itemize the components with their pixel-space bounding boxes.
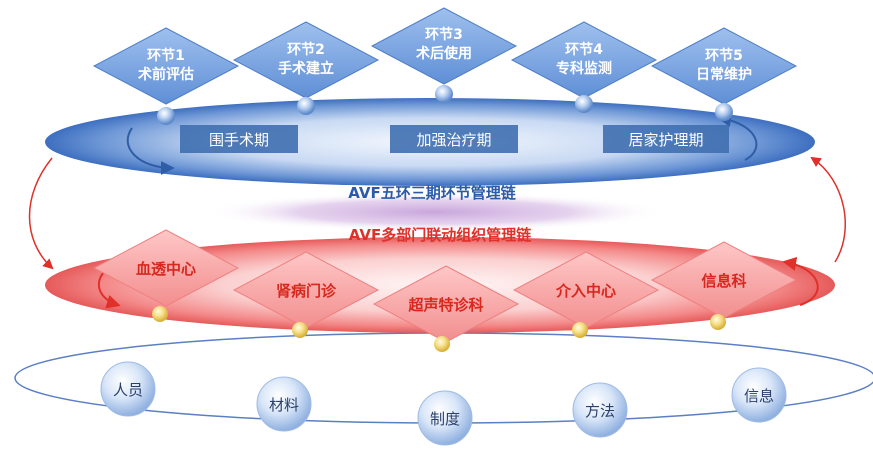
resource-ball-1: 人员 xyxy=(100,361,156,417)
dept-diamond-5: 信息科 xyxy=(650,241,798,330)
dept-node xyxy=(434,336,450,352)
dept-diamond-3: 超声特诊科 xyxy=(372,265,520,352)
resource-label: 制度 xyxy=(430,410,460,428)
period-label: 围手术期 xyxy=(209,131,269,149)
upper-left-cycle-arrow xyxy=(126,127,175,175)
dept-node xyxy=(292,322,308,338)
period-box-1: 围手术期 xyxy=(180,125,298,153)
dept-diamond-4: 介入中心 xyxy=(512,251,660,338)
upper-chain-title: AVF五环三期环节管理链 xyxy=(348,184,516,202)
period-label: 居家护理期 xyxy=(628,131,703,149)
stage-name: 专科监测 xyxy=(556,60,612,77)
period-box-3: 居家护理期 xyxy=(603,125,729,153)
stage-name: 术后使用 xyxy=(416,45,472,62)
stage-node xyxy=(575,95,593,113)
lower-chain-title: AVF多部门联动组织管理链 xyxy=(349,226,532,244)
resource-ball-4: 方法 xyxy=(572,382,628,438)
left-connector-arrow xyxy=(28,157,54,270)
resource-label: 材料 xyxy=(269,396,299,414)
stage-node xyxy=(435,85,453,103)
stage-diamond-5: 环节5 日常维护 xyxy=(650,27,798,121)
stage-number: 环节1 xyxy=(147,47,185,64)
stage-number: 环节5 xyxy=(705,47,743,64)
stage-node xyxy=(297,97,315,115)
resource-ball-5: 信息 xyxy=(731,367,787,423)
upper-right-cycle-arrow xyxy=(717,113,758,161)
lower-right-cycle-arrow xyxy=(782,257,819,306)
dept-label: 血透中心 xyxy=(136,260,196,278)
resource-label: 信息 xyxy=(744,387,774,405)
right-connector-arrow xyxy=(810,156,847,263)
stage-name: 术前评估 xyxy=(138,66,194,83)
stage-number: 环节4 xyxy=(565,41,603,58)
dept-diamond-1: 血透中心 xyxy=(92,229,240,322)
center-glow xyxy=(205,192,665,232)
dept-label: 信息科 xyxy=(701,272,746,290)
dept-diamond-2: 肾病门诊 xyxy=(232,251,380,338)
period-label: 加强治疗期 xyxy=(416,131,491,149)
dept-label: 超声特诊科 xyxy=(407,296,483,314)
dept-label: 肾病门诊 xyxy=(276,282,337,300)
dept-node xyxy=(710,314,726,330)
stage-number: 环节3 xyxy=(425,26,463,43)
stage-diamond-4: 环节4 专科监测 xyxy=(510,21,658,113)
resource-ball-2: 材料 xyxy=(256,376,312,432)
stage-name: 日常维护 xyxy=(696,66,752,83)
dept-node xyxy=(152,306,168,322)
resource-ball-3: 制度 xyxy=(417,390,473,446)
stage-diamond-3: 环节3 术后使用 xyxy=(370,7,518,103)
dept-label: 介入中心 xyxy=(555,282,616,300)
resource-label: 方法 xyxy=(585,402,615,420)
stage-diamond-2: 环节2 手术建立 xyxy=(232,21,380,115)
dept-node xyxy=(572,322,588,338)
stage-node xyxy=(715,103,733,121)
stage-name: 手术建立 xyxy=(278,60,334,77)
stage-node xyxy=(157,107,175,125)
stage-diamond-1: 环节1 术前评估 xyxy=(92,27,240,125)
stage-number: 环节2 xyxy=(287,41,325,58)
resource-label: 人员 xyxy=(113,381,143,399)
period-box-2: 加强治疗期 xyxy=(390,125,518,153)
